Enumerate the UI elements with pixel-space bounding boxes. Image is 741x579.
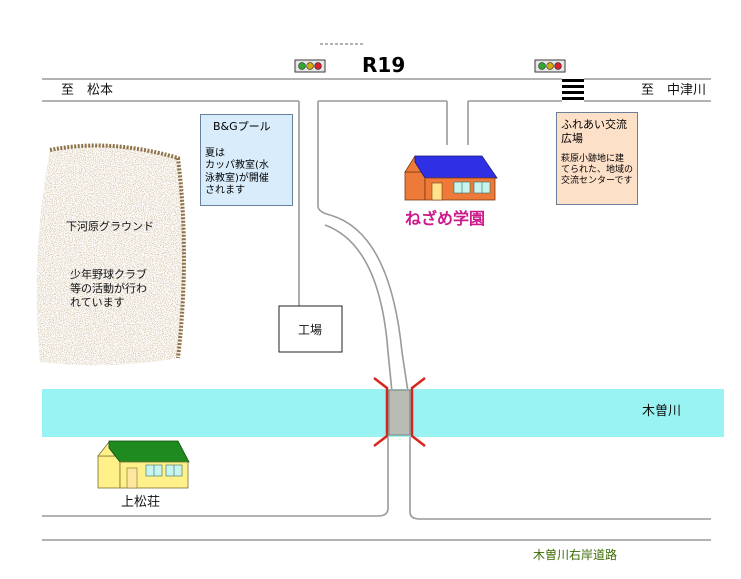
- factory-building: [278, 305, 343, 353]
- crosswalk-icon: [562, 78, 584, 103]
- ground-description: れています: [70, 296, 125, 309]
- plaza-info-box: ふれあい交流 広場 萩原小跡地に建 てられた、地域の 交流センターです: [556, 112, 638, 205]
- plaza-line: てられた、地域の: [561, 164, 634, 175]
- plaza-title: ふれあい交流: [561, 118, 627, 131]
- factory-label: 工場: [298, 323, 323, 337]
- traffic-signal-icon: [534, 59, 566, 73]
- direction-west-label: 至 松本: [61, 83, 114, 98]
- ground-description: 等の活動が行わ: [70, 282, 147, 295]
- school-label: ねざめ学園: [405, 209, 486, 228]
- side-roads: [42, 101, 711, 520]
- plaza-title: 広場: [561, 131, 583, 145]
- pool-title: B&Gプール: [213, 120, 271, 133]
- plaza-line: 萩原小跡地に建: [561, 153, 625, 164]
- pool-line: されます: [205, 185, 245, 197]
- route-19-road: [42, 43, 711, 102]
- plaza-line: 交流センターです: [561, 176, 633, 186]
- river-label: 木曽川: [642, 404, 682, 419]
- direction-east-label: 至 中津川: [641, 83, 707, 98]
- pool-line: 夏は: [205, 147, 225, 159]
- traffic-signal-icon: [294, 59, 326, 73]
- route-name: R19: [362, 53, 406, 77]
- right-bank-road-label: 木曽川右岸道路: [533, 548, 618, 562]
- pool-line: 泳教室)が開催: [205, 172, 269, 184]
- pool-line: カッパ教室(水: [205, 160, 269, 172]
- ground-name: 下河原グラウンド: [66, 220, 154, 233]
- inn-label: 上松荘: [121, 495, 161, 510]
- house-icon: [404, 155, 498, 201]
- kiso-river: [42, 389, 724, 437]
- bridge-icon: [373, 377, 426, 447]
- house-icon: [97, 440, 190, 489]
- baseball-ground: [36, 143, 186, 366]
- ground-description: 少年野球クラブ: [70, 268, 147, 281]
- pool-info-box: B&Gプール 夏は カッパ教室(水 泳教室)が開催 されます: [200, 114, 293, 206]
